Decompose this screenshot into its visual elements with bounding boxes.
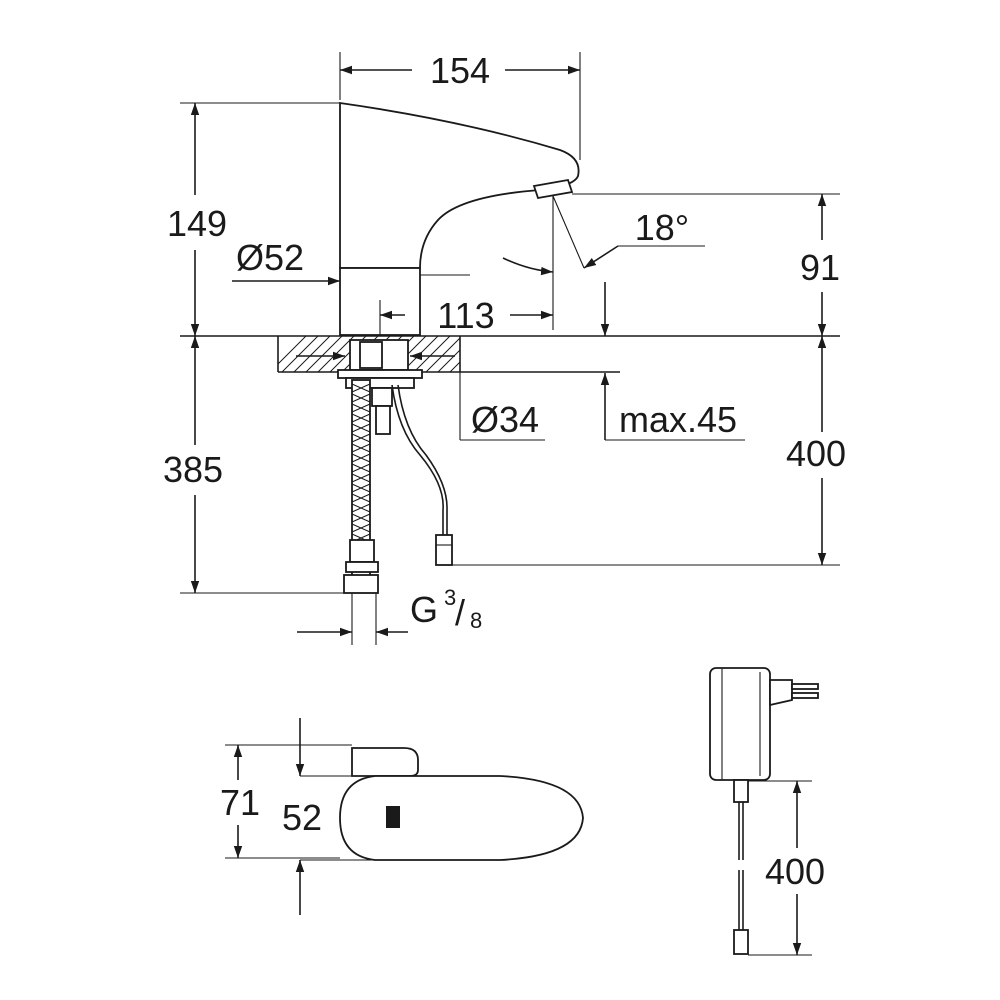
label-top-width: 52	[282, 797, 322, 838]
braid-line	[351, 493, 371, 503]
hatch-line	[449, 361, 461, 373]
dimension-385: 385	[163, 336, 344, 594]
label-width-top: 154	[430, 50, 490, 91]
label-thread-num: 3	[444, 585, 456, 610]
hatch-line	[437, 349, 461, 373]
label-diameter-base: Ø52	[236, 237, 304, 278]
dimension-max45: max.45	[600, 373, 745, 441]
top-view-sensor	[386, 806, 400, 828]
label-height-total: 149	[167, 203, 227, 244]
countertop-section	[180, 335, 840, 373]
braid-line	[351, 423, 371, 433]
label-angle: 18°	[635, 207, 689, 248]
label-adapter-cable: 400	[765, 851, 825, 892]
label-height-spout: 91	[800, 247, 840, 288]
label-top-depth: 71	[220, 782, 260, 823]
cable-plug	[435, 534, 453, 566]
hatch-line	[277, 335, 307, 365]
label-cable-length: 400	[786, 433, 846, 474]
label-thread-g: G	[410, 589, 438, 630]
dimension-52-top: 52	[282, 718, 375, 915]
faucet-body	[339, 101, 580, 269]
adapter-cable-plug	[733, 929, 749, 955]
braid-line	[351, 483, 371, 493]
dimension-71: 71	[220, 744, 352, 859]
braid-line	[351, 403, 371, 413]
adapter-housing	[709, 667, 771, 781]
hatch-line	[425, 337, 461, 373]
power-adapter	[709, 667, 819, 955]
label-diameter-hole: Ø34	[471, 399, 539, 440]
dimension-d34: Ø34	[296, 351, 545, 441]
braid-line	[351, 443, 371, 453]
dimension-d52: Ø52	[232, 237, 340, 286]
sensor-cable	[391, 384, 444, 535]
braid-line	[351, 413, 371, 423]
dimension-400-cable: 400	[452, 336, 846, 566]
top-view-sensor-head	[351, 747, 419, 777]
hatch-line	[293, 335, 331, 373]
dimension-113: 113	[379, 295, 553, 336]
hatch-line	[281, 335, 319, 373]
faucet-top-view	[339, 747, 584, 861]
dimension-149: 149	[167, 102, 340, 336]
braid-line	[351, 513, 371, 523]
top-view-body	[339, 775, 584, 861]
label-thread-slash: /	[455, 592, 465, 633]
dimension-400-adapter: 400	[748, 780, 825, 956]
label-thread-den: 8	[470, 608, 482, 633]
braid-line	[351, 463, 371, 473]
hatch-line	[413, 335, 451, 373]
hatch-line	[305, 335, 343, 373]
braid-line	[351, 473, 371, 483]
braid-line	[351, 503, 371, 513]
dimension-thread: G 3 / 8	[297, 585, 482, 637]
dimension-154: 154	[339, 50, 581, 160]
thread-nut	[343, 574, 379, 594]
braid-line	[351, 453, 371, 463]
dimension-91: 91	[572, 193, 840, 336]
mounting-assembly	[337, 339, 453, 645]
braid-line	[351, 383, 371, 393]
braid-line	[351, 523, 371, 533]
aerator	[532, 178, 574, 200]
label-hose-length: 385	[163, 449, 223, 490]
dimension-angle: 18°	[502, 195, 705, 330]
braid-line	[351, 393, 371, 403]
label-max-thickness: max.45	[619, 399, 737, 440]
label-reach: 113	[437, 295, 494, 336]
braid-line	[351, 433, 371, 443]
